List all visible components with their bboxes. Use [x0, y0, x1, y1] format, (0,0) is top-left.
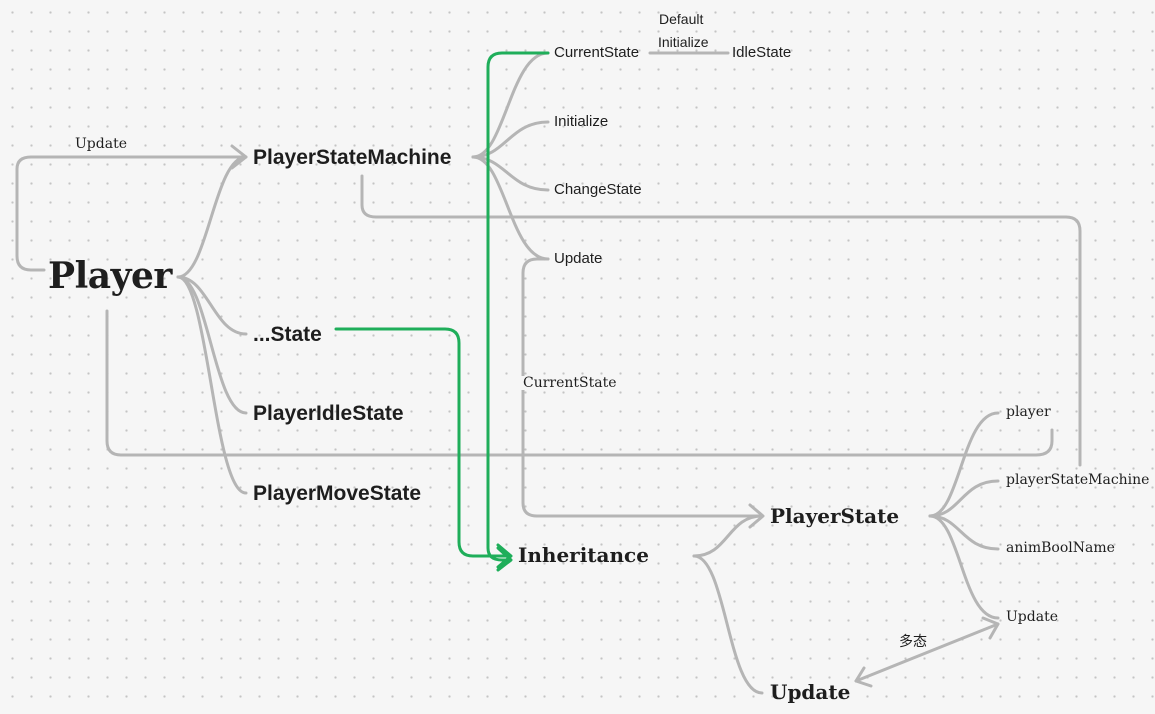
node-sm-update[interactable]: Update	[554, 250, 603, 267]
edge-sm-to-currentstate	[471, 51, 550, 159]
edge-ps-to-player	[928, 411, 1000, 518]
node-initialize[interactable]: Initialize	[554, 113, 609, 130]
edge-currentstate-inheritance-green	[486, 51, 550, 562]
edge-player-to-state	[176, 275, 248, 336]
edge-inheritance-to-update	[692, 554, 764, 695]
edge-sm-to-update	[471, 155, 550, 261]
arrowhead-poly-left	[854, 666, 873, 688]
edge-label-polymorphism: 多态	[899, 633, 927, 649]
edge-ps-to-psm	[928, 479, 1000, 518]
edge-inheritance-to-playerstate	[692, 514, 764, 558]
node-player-idle-state[interactable]: PlayerIdleState	[253, 402, 404, 425]
node-current-state[interactable]: CurrentState	[554, 44, 640, 61]
arrowhead-update-loop	[230, 144, 248, 170]
node-ps-update[interactable]: Update	[1006, 609, 1058, 625]
edge-label-current-state: CurrentState	[521, 375, 619, 391]
node-update-override[interactable]: Update	[770, 680, 851, 704]
node-field-player[interactable]: player	[1006, 404, 1051, 420]
edge-ps-to-animbool	[928, 514, 1000, 551]
edge-player-to-idlestate	[176, 275, 248, 415]
edge-polymorphism	[854, 622, 1000, 683]
node-inheritance[interactable]: Inheritance	[518, 543, 649, 567]
edge-label-update: Update	[73, 136, 129, 152]
arrowhead-poly-right	[981, 616, 1000, 640]
edge-label-initialize: Initialize	[658, 34, 709, 50]
node-idle-state-target[interactable]: IdleState	[732, 44, 792, 61]
node-player-state[interactable]: PlayerState	[770, 504, 900, 528]
arrowhead-green-2	[496, 543, 513, 569]
edge-player-update-loop	[15, 155, 246, 272]
arrowhead-green-1	[496, 546, 513, 572]
edge-sm-to-changestate	[471, 155, 550, 192]
edge-ps-to-update	[928, 514, 1000, 620]
node-field-anim-bool-name[interactable]: animBoolName	[1006, 540, 1115, 556]
edge-player-to-statemachine	[176, 155, 248, 279]
node-player-state-machine[interactable]: PlayerStateMachine	[253, 146, 452, 169]
edge-player-to-player-field	[105, 309, 1054, 457]
edge-sm-to-initialize	[471, 120, 550, 159]
node-player[interactable]: Player	[48, 255, 172, 297]
node-change-state[interactable]: ChangeState	[554, 181, 642, 198]
node-player-move-state[interactable]: PlayerMoveState	[253, 482, 422, 505]
edge-label-default: Default	[659, 11, 704, 27]
edge-player-to-movestate	[176, 275, 248, 495]
edge-state-inheritance-green	[334, 327, 512, 558]
edge-sm-to-psm-field	[360, 174, 1082, 467]
node-field-player-state-machine[interactable]: playerStateMachine	[1006, 472, 1150, 488]
node-generic-state[interactable]: ...State	[253, 323, 322, 346]
